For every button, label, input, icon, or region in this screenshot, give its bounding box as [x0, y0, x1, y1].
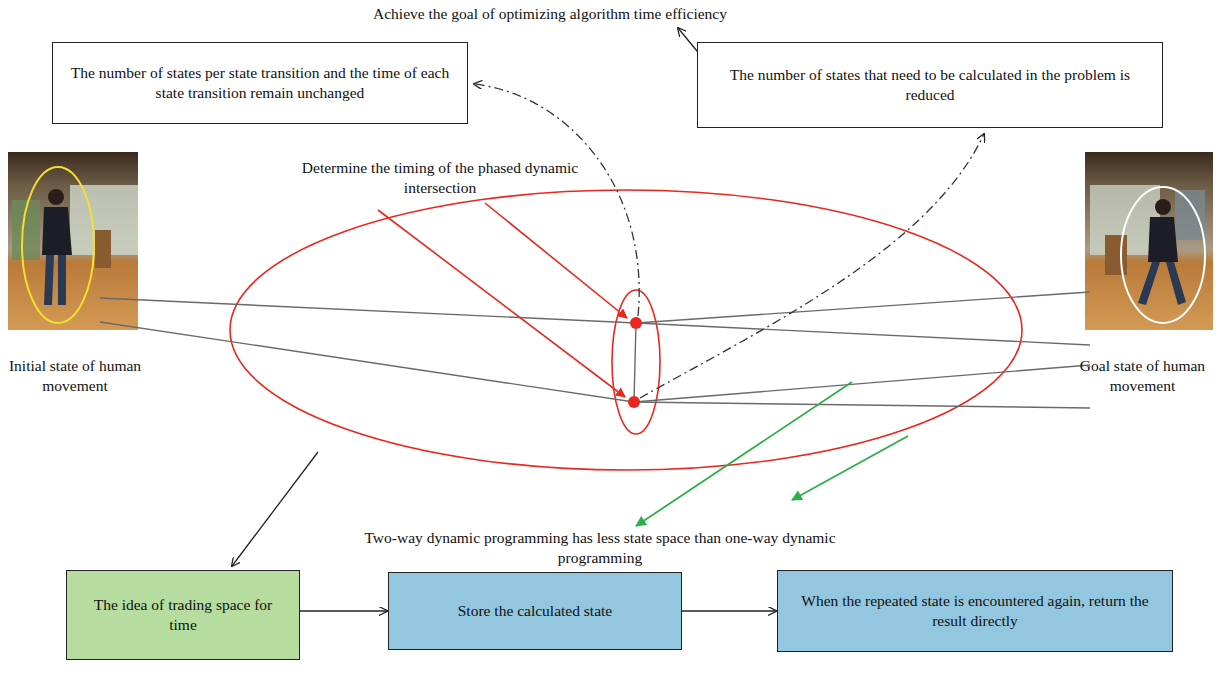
intersection-dot [628, 396, 640, 408]
box-text: Store the calculated state [458, 601, 613, 621]
note-label: Two-way dynamic programming has less sta… [360, 528, 840, 568]
box-text: The idea of trading space for time [79, 595, 287, 635]
flow-arrow [300, 610, 387, 611]
link-arrow [232, 452, 318, 566]
state-space-ellipse [230, 190, 1022, 470]
box-text: The number of states that need to be cal… [710, 65, 1150, 105]
process-box: When the repeated state is encountered a… [777, 570, 1173, 652]
intersection-dot [630, 317, 642, 329]
dashdot-arrow [474, 84, 639, 316]
box-text: When the repeated state is encountered a… [790, 591, 1160, 631]
initial-photo [8, 152, 138, 330]
pointer-arrow [378, 210, 625, 397]
box-text: The number of states per state transitio… [65, 63, 455, 103]
pointer-arrow [485, 203, 627, 318]
note-box: The number of states per state transitio… [52, 42, 468, 124]
green-arrow [636, 382, 852, 526]
dashdot-arrow [640, 134, 984, 398]
note-box: The number of states that need to be cal… [697, 42, 1163, 128]
green-arrow [792, 436, 908, 500]
goal-photo [1085, 152, 1213, 330]
trajectory-lines [100, 292, 1090, 408]
state-label: Goal state of human movement [1070, 356, 1215, 396]
state-label: Initial state of human movement [4, 356, 146, 396]
callout-label: Determine the timing of the phased dynam… [290, 158, 590, 198]
process-box: The idea of trading space for time [66, 570, 300, 660]
goal-label: Achieve the goal of optimizing algorithm… [300, 4, 800, 24]
flow-arrow [682, 610, 776, 611]
process-box: Store the calculated state [388, 572, 682, 650]
